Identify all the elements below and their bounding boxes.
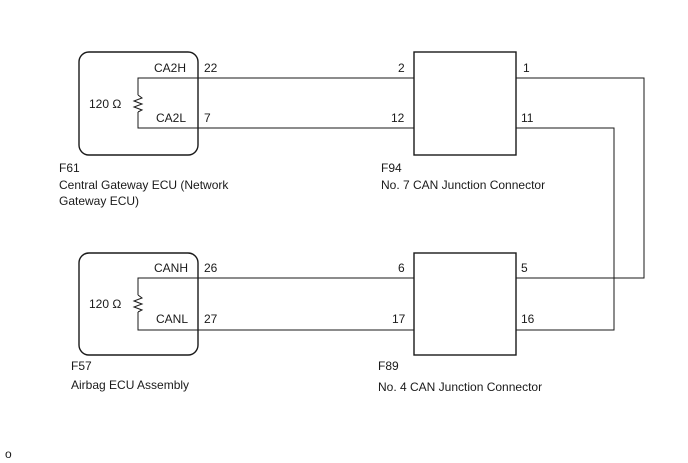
junction-4-code: F89 [378,359,399,373]
junction-4-name: No. 4 CAN Junction Connector [378,380,542,394]
airbag-signal-high: CANH [154,261,188,275]
gateway-ecu: CA2H CA2L 120 Ω 22 7 F61 Central Gateway… [59,51,229,208]
gateway-signal-high: CA2H [154,61,186,75]
junction-7-code: F94 [381,161,402,175]
gateway-name-line2: Gateway ECU) [59,194,139,208]
junction-7-pin-left-top: 2 [398,61,405,75]
airbag-connector-code: F57 [71,359,92,373]
junction-7-box [413,51,517,156]
gateway-pin-low: 7 [204,111,211,125]
gateway-pin-high: 22 [204,61,218,75]
airbag-pin-high: 26 [204,261,218,275]
junction-connector-7: 2 12 1 11 F94 No. 7 CAN Junction Connect… [381,51,545,192]
junction-4-pin-right-bottom: 16 [521,312,535,326]
airbag-resistor-icon [132,294,144,313]
airbag-name: Airbag ECU Assembly [71,378,189,392]
wire-pin11-to-pin16 [516,127,615,331]
airbag-pin-low: 27 [204,312,218,326]
wire-pin1-to-pin5 [516,77,645,279]
junction-7-pin-right-bottom: 11 [521,111,534,125]
junction-4-pin-right-top: 5 [521,261,528,275]
junction-7-name: No. 7 CAN Junction Connector [381,178,545,192]
airbag-ecu: CANH CANL 120 Ω 26 27 F57 Airbag ECU Ass… [71,252,218,392]
junction-4-pin-left-top: 6 [398,261,405,275]
gateway-resistor-label: 120 Ω [89,97,121,111]
gateway-resistor-icon [132,94,144,113]
gateway-ecu-internal-wiring [137,77,198,129]
gateway-name-line1: Central Gateway ECU (Network [59,178,229,192]
airbag-resistor-label: 120 Ω [89,297,121,311]
junction-7-pin-left-bottom: 12 [391,111,405,125]
junction-connector-4: 6 17 5 16 F89 No. 4 CAN Junction Connect… [378,252,542,394]
junction-4-pin-left-bottom: 17 [392,312,406,326]
footer-mark: o [5,447,12,461]
airbag-ecu-internal-wiring [137,277,198,331]
junction-4-box [413,252,517,356]
gateway-connector-code: F61 [59,161,80,175]
airbag-signal-low: CANL [156,312,188,326]
gateway-signal-low: CA2L [156,111,186,125]
junction-7-pin-right-top: 1 [523,61,530,75]
wires [198,77,645,331]
